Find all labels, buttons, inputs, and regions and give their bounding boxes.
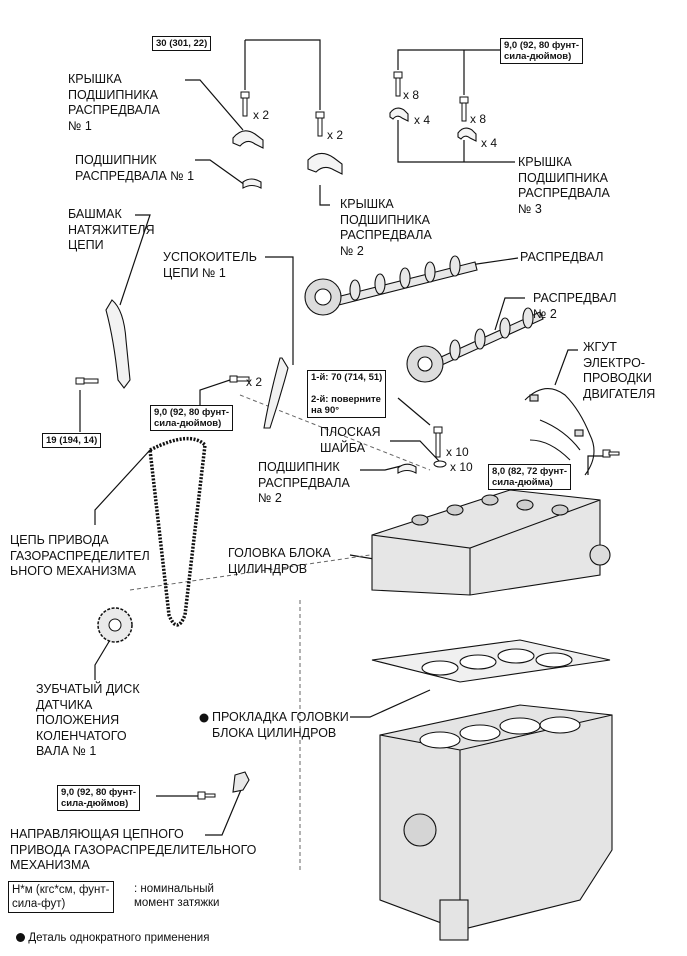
count-cap3a-bolts: x 8 [403, 88, 420, 102]
cam-bearing-1 [242, 178, 262, 189]
chain-guide [232, 771, 250, 793]
cam-cap-3b [457, 127, 477, 142]
torque-cap-bolts-9: 9,0 (92, 80 фунт- сила-дюймов) [500, 38, 584, 64]
tensioner-slipper [105, 299, 131, 389]
label-chain-guide: НАПРАВЛЯЮЩАЯ ЦЕПНОГО ПРИВОДА ГАЗОРАСПРЕД… [10, 827, 257, 872]
torque-cap-bolts-30: 30 (301, 22) [152, 36, 212, 51]
count-cap3a-caps: x 4 [414, 113, 431, 127]
leader-line [94, 639, 111, 680]
legend-unit-box: Н*м (кгс*см, фунт- сила-фут) [8, 881, 114, 913]
legend-unit-desc: : номинальный момент затяжки [134, 883, 220, 909]
count-head-bolts: x 10 [446, 445, 469, 459]
torque-harness-bolt: 8,0 (82, 72 фунт- сила-дюйма) [488, 464, 572, 490]
count-washers: x 10 [450, 460, 473, 474]
filled-circle-icon [16, 933, 26, 942]
legend-single-use: Деталь однократного применения [10, 917, 209, 945]
label-cam-cap-1: КРЫШКА ПОДШИПНИКА РАСПРЕДВАЛА № 1 [68, 72, 160, 133]
bolt-damper [229, 375, 250, 383]
label-crank-sprocket: ЗУБЧАТЫЙ ДИСК ДАТЧИКА ПОЛОЖЕНИЯ КОЛЕНЧАТ… [36, 682, 140, 758]
label-camshaft: РАСПРЕДВАЛ [520, 250, 604, 264]
leader-line [494, 297, 525, 331]
leader-line [587, 455, 605, 475]
label-camshaft-2: РАСПРЕДВАЛ № 2 [533, 291, 617, 321]
cam-cap-1 [232, 130, 264, 149]
label-cam-cap-3: КРЫШКА ПОДШИПНИКА РАСПРЕДВАЛА № 3 [518, 155, 610, 216]
count-cap2-bolts: x 2 [327, 128, 344, 142]
cam-bearing-2 [397, 463, 417, 474]
count-cap3b-caps: x 4 [481, 136, 498, 150]
leader-line [554, 349, 578, 386]
cylinder-head [371, 489, 611, 596]
cam-cap-3a [389, 107, 409, 122]
label-head-gasket: ПРОКЛАДКА ГОЛОВКИ БЛОКА ЦИЛИНДРОВ [212, 710, 349, 740]
leader-line [245, 39, 321, 110]
legend-single-use-text: Деталь однократного применения [28, 932, 210, 944]
cam-cap-2 [307, 152, 343, 175]
bolt-head [433, 426, 443, 458]
leader-line [360, 464, 406, 471]
leader-line [265, 256, 294, 365]
bolt-cap1 [240, 91, 250, 117]
camshaft-2 [406, 307, 544, 383]
head-gasket [371, 639, 611, 683]
count-damper-bolts: x 2 [246, 375, 263, 389]
bolt-cap3a [393, 71, 403, 97]
torque-damper-bolt: 9,0 (92, 80 фунт- сила-дюймов) [150, 405, 234, 431]
label-plain-washer: ПЛОСКАЯ ШАЙБА [320, 425, 381, 455]
count-cap3b-bolts: x 8 [470, 112, 487, 126]
single-use-marker-icon [199, 713, 209, 723]
label-cylinder-head: ГОЛОВКА БЛОКА ЦИЛИНДРОВ [228, 546, 331, 576]
crank-sprocket [97, 607, 133, 643]
leader-line [397, 49, 500, 70]
leader-line [397, 120, 515, 163]
bolt-cap3b [459, 96, 469, 122]
timing-chain [148, 436, 207, 627]
torque-head-bolts: 1-й: 70 (714, 51) 2-й: поверните на 90° [307, 370, 387, 418]
label-cam-bearing-1: ПОДШИПНИК РАСПРЕДВАЛА № 1 [75, 153, 195, 183]
plain-washer [433, 460, 447, 468]
bolt-guide [197, 791, 216, 800]
bolt-slipper [75, 377, 99, 385]
leader-line [195, 159, 246, 186]
chain-damper-1 [263, 357, 289, 429]
cylinder-block [379, 704, 613, 941]
label-cam-cap-2: КРЫШКА ПОДШИПНИКА РАСПРЕДВАЛА № 2 [340, 197, 432, 258]
label-chain-damper-1: УСПОКОИТЕЛЬ ЦЕПИ № 1 [163, 250, 257, 280]
leader-line [199, 379, 231, 405]
leader-line [205, 784, 244, 836]
leader-line [185, 79, 244, 131]
bolt-cap2 [315, 111, 325, 137]
label-timing-chain: ЦЕПЬ ПРИВОДА ГАЗОРАСПРЕДЕЛИТЕЛ ЬНОГО МЕХ… [10, 533, 150, 578]
leader-line [119, 214, 151, 306]
torque-slipper-bolt: 19 (194, 14) [42, 433, 102, 448]
label-tensioner-slipper: БАШМАК НАТЯЖИТЕЛЯ ЦЕПИ [68, 207, 155, 252]
leader-line [397, 397, 431, 426]
leader-line [350, 689, 431, 718]
label-wire-harness: ЖГУТ ЭЛЕКТРО- ПРОВОДКИ ДВИГАТЕЛЯ [583, 340, 656, 401]
leader-line [94, 449, 151, 525]
label-cam-bearing-2: ПОДШИПНИК РАСПРЕДВАЛА № 2 [258, 460, 350, 505]
leader-line [469, 257, 519, 266]
leader-line [390, 440, 441, 463]
bolt-harness [602, 449, 620, 458]
count-cap1-bolts: x 2 [253, 108, 270, 122]
leader-line [319, 185, 330, 206]
camshaft-1 [304, 255, 478, 316]
wire-harness [524, 388, 595, 476]
torque-guide-bolt: 9,0 (92, 80 фунт- сила-дюймов) [57, 785, 141, 811]
